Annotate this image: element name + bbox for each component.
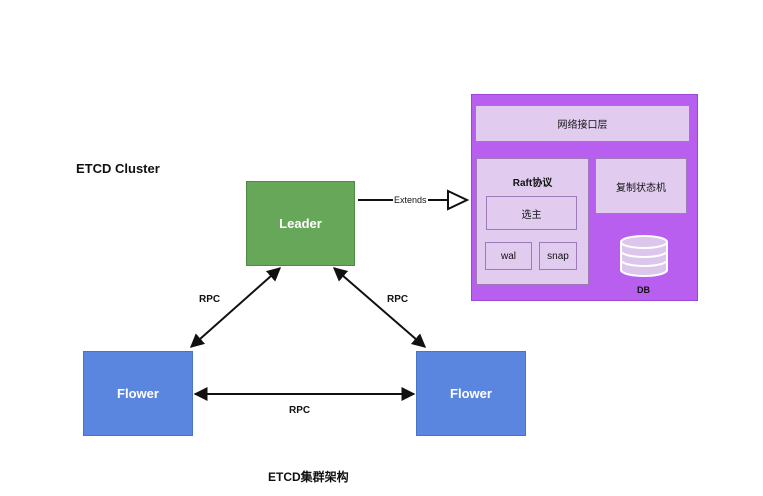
- flower-left-label: Flower: [117, 386, 159, 401]
- leader-node[interactable]: Leader: [246, 181, 355, 266]
- network-layer-label: 网络接口层: [557, 120, 608, 131]
- leader-label: Leader: [279, 216, 322, 231]
- extends-arrowhead: [447, 189, 470, 211]
- flower-node-right[interactable]: Flower: [416, 351, 526, 436]
- rpc-edge-left: [189, 267, 282, 348]
- rpc-label-left: RPC: [199, 294, 221, 305]
- wal-label: wal: [500, 250, 516, 262]
- raft-label: Raft协议: [512, 178, 553, 189]
- rpc-label-right: RPC: [387, 294, 409, 305]
- state-machine-label: 复制状态机: [616, 182, 666, 194]
- network-layer-box[interactable]: 网络接口层: [475, 105, 690, 142]
- flower-right-label: Flower: [450, 386, 492, 401]
- snap-box[interactable]: snap: [539, 242, 577, 270]
- election-box[interactable]: 选主: [486, 196, 577, 230]
- election-label: 选主: [521, 209, 542, 221]
- snap-label: snap: [547, 250, 569, 262]
- cluster-title: ETCD Cluster: [76, 161, 160, 176]
- database-icon[interactable]: [620, 235, 668, 277]
- extends-label: Extends: [393, 195, 428, 205]
- state-machine-box[interactable]: 复制状态机: [595, 158, 687, 214]
- db-label: DB: [637, 285, 650, 295]
- flower-node-left[interactable]: Flower: [83, 351, 193, 436]
- rpc-edge-right: [332, 267, 427, 348]
- rpc-label-bottom: RPC: [289, 405, 311, 416]
- diagram-caption: ETCD集群架构: [268, 470, 349, 484]
- wal-box[interactable]: wal: [485, 242, 532, 270]
